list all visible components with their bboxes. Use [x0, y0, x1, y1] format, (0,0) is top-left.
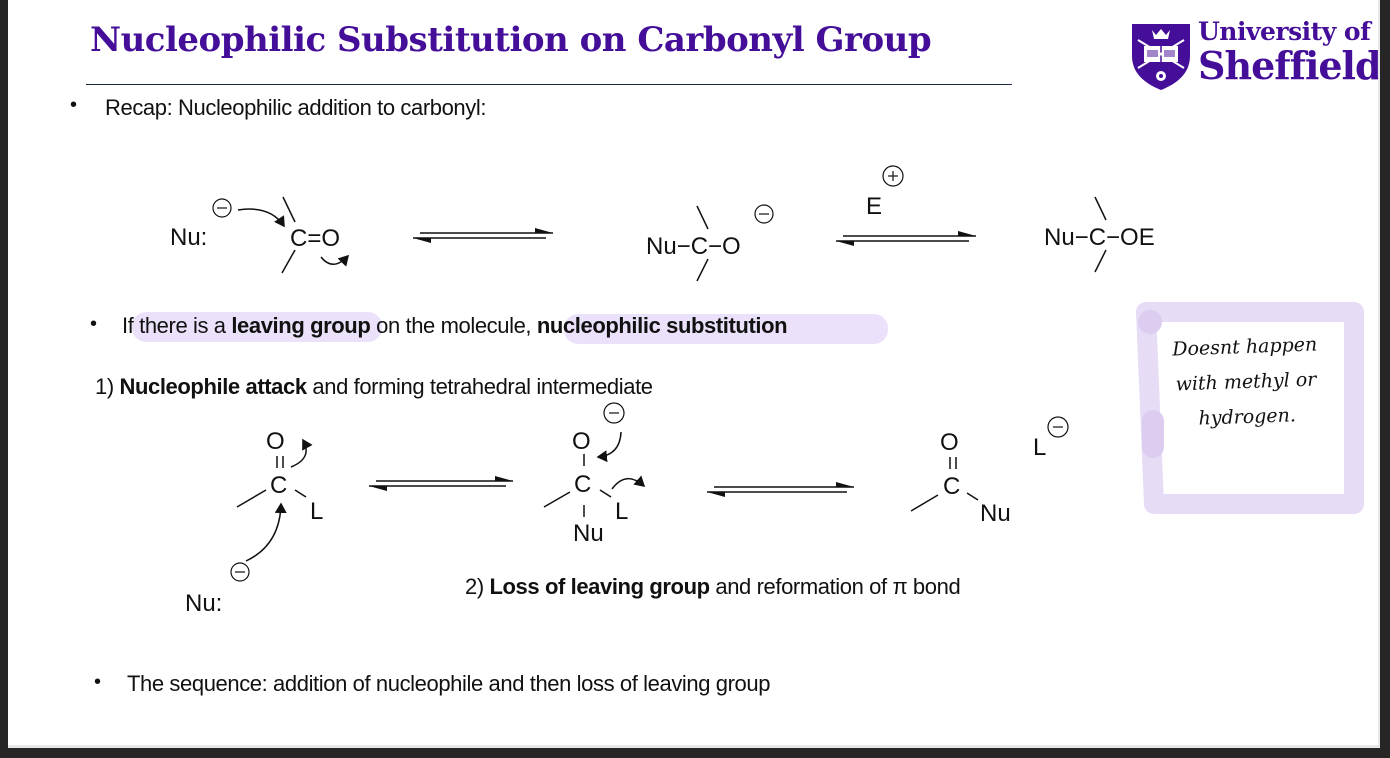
logo-line-1: University of [1198, 17, 1371, 46]
scheme-substitution: O C L Nu: O C L [185, 402, 1069, 617]
scheme-addition: Nu: C=O Nu−C−O E [170, 165, 1155, 282]
svg-text:L: L [615, 498, 628, 525]
handwritten-note: Doesnt happen with methyl or hydrogen. [1171, 333, 1318, 430]
bullet-leaving-group: If there is a leaving group on the molec… [122, 313, 788, 338]
svg-text:O: O [266, 428, 285, 455]
logo-line-2: Sheffield [1198, 43, 1380, 88]
reaction-schemes: Nu: C=O Nu−C−O E [170, 165, 1155, 617]
bullet-dot: • [94, 671, 102, 693]
bullet-recap: Recap: Nucleophilic addition to carbonyl… [105, 95, 487, 120]
svg-text:C: C [574, 471, 591, 498]
bold-nucleophilic-substitution: nucleophilic substitution [536, 313, 788, 338]
svg-text:L: L [310, 498, 323, 525]
svg-text:O: O [572, 428, 591, 455]
bullet-dot: • [70, 94, 78, 116]
svg-text:C: C [270, 472, 287, 499]
handwritten-note-frame [1136, 302, 1364, 514]
svg-text:O: O [940, 429, 959, 456]
svg-text:L: L [1033, 434, 1046, 461]
svg-text:Nu−C−OE: Nu−C−OE [1044, 224, 1155, 251]
svg-text:Nu:: Nu: [185, 590, 222, 617]
svg-text:Nu−C−O: Nu−C−O [646, 233, 741, 260]
bullet-dot: • [90, 313, 98, 335]
svg-text:Nu: Nu [980, 500, 1011, 527]
bold-leaving-group: leaving group [231, 313, 371, 338]
bullet-sequence: The sequence: addition of nucleophile an… [127, 671, 771, 696]
university-crest-icon [1132, 24, 1190, 90]
highlight-nucleophilic-substitution [564, 314, 888, 344]
svg-text:E: E [866, 193, 882, 220]
step-2: 2) Loss of leaving group and reformation… [465, 574, 961, 599]
slide: Nucleophilic Substitution on Carbonyl Gr… [8, 0, 1380, 748]
step-1: 1) Nucleophile attack and forming tetrah… [95, 374, 653, 399]
svg-text:C: C [943, 473, 960, 500]
title-divider [86, 84, 1012, 85]
svg-text:C=O: C=O [290, 225, 340, 252]
university-logo: University of Sheffield [1128, 14, 1378, 94]
slide-title: Nucleophilic Substitution on Carbonyl Gr… [90, 20, 932, 60]
svg-text:Nu: Nu [573, 520, 604, 547]
svg-text:Nu:: Nu: [170, 224, 207, 251]
highlight-leaving-group [132, 312, 382, 342]
